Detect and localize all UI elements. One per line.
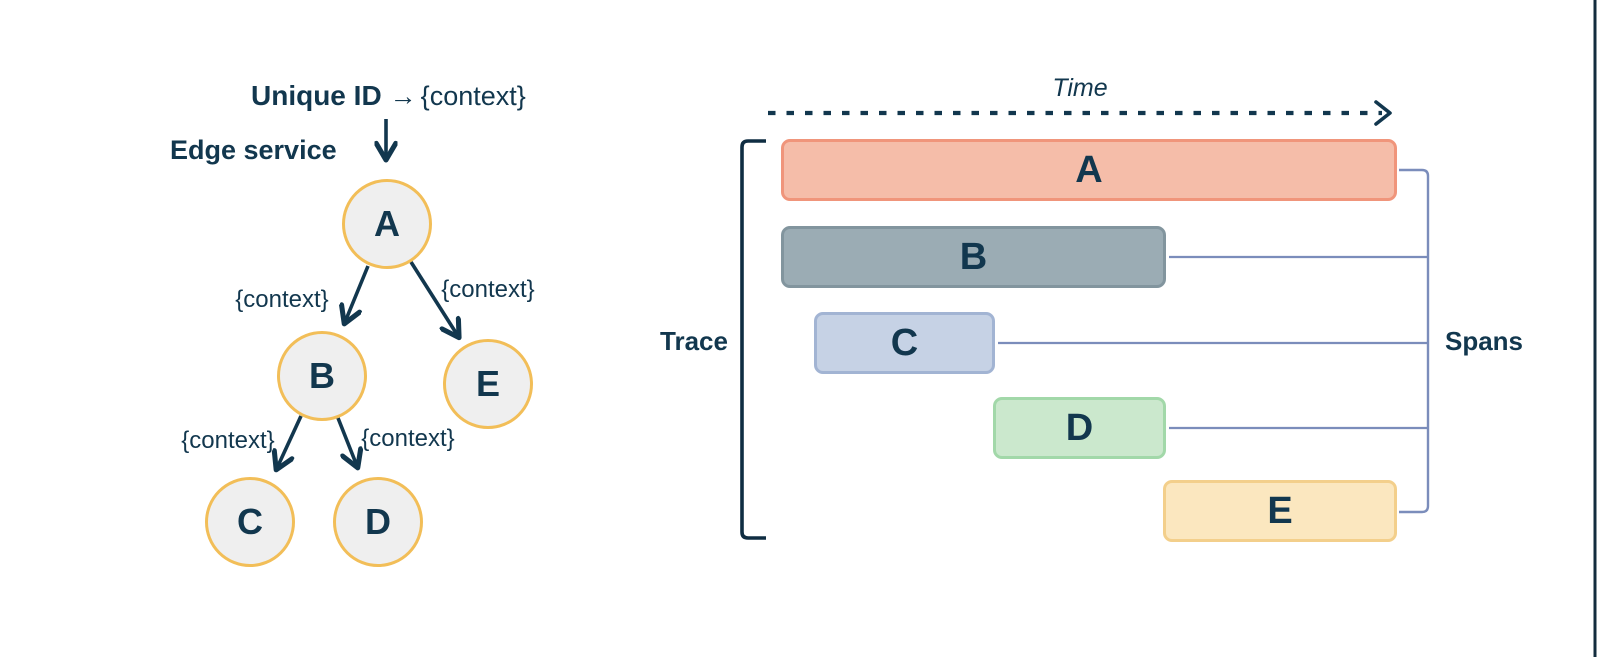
spans-bracket	[1399, 168, 1430, 514]
right-arrow-glyph: →	[389, 81, 417, 111]
service-node-a: A	[342, 179, 432, 269]
context-label-a-e: {context}	[441, 276, 535, 303]
trace-label: Trace	[660, 326, 728, 356]
span-bar-d-label: D	[1065, 406, 1094, 449]
span-bar-e: E	[1163, 480, 1397, 542]
unique-id-title-bold: Unique ID	[251, 80, 382, 111]
service-node-d-label: D	[365, 501, 391, 542]
service-node-b: B	[277, 331, 367, 421]
service-node-e-label: E	[475, 363, 500, 404]
unique-id-title-context: {context}	[420, 81, 526, 111]
spans-label: Spans	[1444, 326, 1524, 356]
service-node-e: E	[443, 339, 533, 429]
context-label-b-c: {context}	[181, 427, 275, 454]
span-bar-a-label: A	[1075, 148, 1103, 191]
edge-service-label: Edge service	[170, 135, 337, 165]
span-bar-a: A	[781, 139, 1397, 201]
span-bar-e-label: E	[1267, 489, 1293, 532]
span-bar-b-label: B	[959, 235, 988, 278]
unique-id-title: Unique ID→{context}	[251, 80, 526, 112]
span-bar-d: D	[993, 397, 1166, 459]
service-node-c: C	[205, 477, 295, 567]
service-node-c-label: C	[237, 501, 263, 542]
service-node-d: D	[333, 477, 423, 567]
edge-a-b-arrow	[345, 265, 370, 322]
span-bar-c: C	[814, 312, 995, 374]
time-axis-label: Time	[1052, 74, 1108, 102]
service-node-a-label: A	[374, 203, 400, 244]
span-bar-c-label: C	[890, 321, 919, 364]
service-node-b-label: B	[309, 355, 335, 396]
context-label-b-d: {context}	[361, 425, 455, 452]
span-bar-b: B	[781, 226, 1166, 288]
context-label-a-b: {context}	[235, 286, 329, 313]
time-axis-arrowhead-icon	[1374, 100, 1392, 126]
